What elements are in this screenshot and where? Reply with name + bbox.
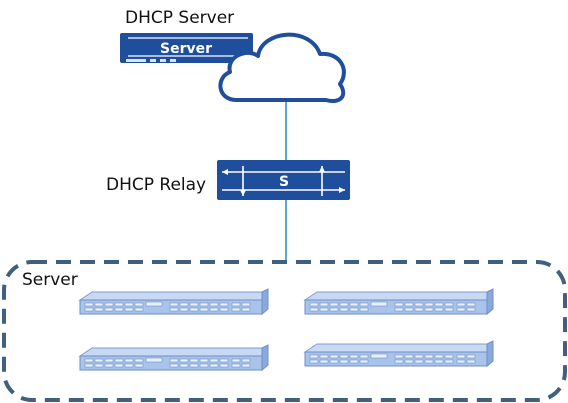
rack-server-4 [304,340,494,367]
dhcp-server-device: Server [120,33,253,63]
dhcp-server-caption: DHCP Server [125,8,235,28]
dhcp-relay-switch: S [217,160,350,200]
dhcp-relay-caption: DHCP Relay [106,175,207,195]
switch-device-label: S [279,174,289,190]
rack-server-2 [304,288,494,315]
cloud-icon [218,32,346,103]
server-device-label: Server [160,41,212,57]
rack-server-1 [79,288,269,315]
server-group-boundary [2,260,567,402]
server-group-caption: Server [22,270,78,290]
rack-server-3 [79,344,269,371]
